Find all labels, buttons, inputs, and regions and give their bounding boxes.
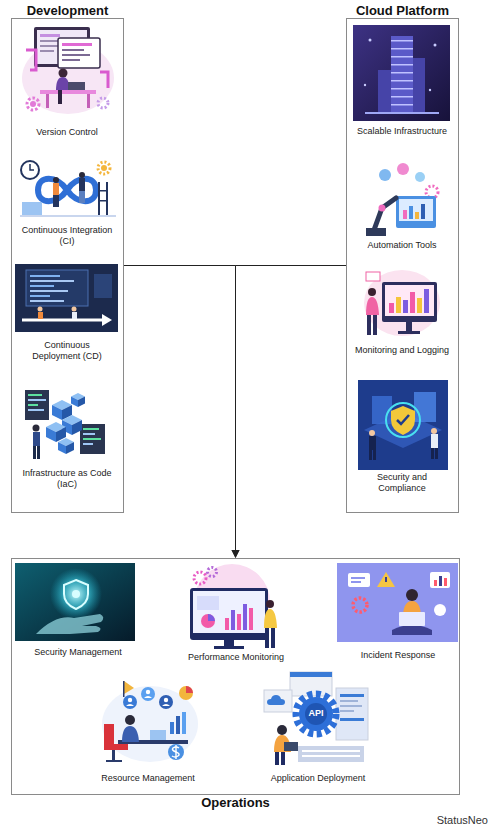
item-label: Infrastructure as Code (IaC) bbox=[19, 468, 115, 490]
item-label: Application Deployment bbox=[253, 773, 383, 784]
continuous-integration-illustration bbox=[20, 161, 116, 217]
item-box: Resource Management bbox=[88, 773, 208, 784]
connector bbox=[124, 266, 240, 559]
incident-response-illustration bbox=[337, 563, 458, 642]
item-label: Scalable Infrastructure bbox=[354, 126, 450, 137]
item-label: Continuous Integration (CI) bbox=[19, 225, 115, 247]
performance-monitoring-illustration bbox=[190, 564, 277, 649]
item-label: Version Control bbox=[19, 127, 115, 138]
watermark: StatusNeo bbox=[400, 814, 488, 827]
connector-line bbox=[236, 266, 347, 552]
item-box: Performance Monitoring bbox=[171, 652, 301, 663]
item-box: Infrastructure as Code (IaC) bbox=[19, 468, 115, 490]
group-box: OperationsSecurity ManagementPerformance… bbox=[11, 558, 460, 795]
group-heading: Cloud Platform bbox=[317, 3, 488, 18]
group-box: DevelopmentVersion ControlContinuous Int… bbox=[11, 18, 124, 513]
continuous-deployment-illustration bbox=[15, 264, 118, 332]
security-management-illustration bbox=[15, 563, 135, 641]
item-box: Monitoring and Logging bbox=[354, 345, 450, 356]
connector-line bbox=[124, 266, 236, 552]
resource-management-illustration bbox=[102, 681, 198, 762]
item-label: Continuous Deployment (CD) bbox=[19, 340, 115, 362]
automation-tools-illustration bbox=[366, 163, 438, 236]
connector bbox=[232, 266, 347, 559]
item-box: Incident Response bbox=[338, 650, 458, 661]
security-compliance-illustration bbox=[358, 380, 448, 470]
item-box: Automation Tools bbox=[354, 240, 450, 251]
item-label: Monitoring and Logging bbox=[354, 345, 450, 356]
arrow-head bbox=[232, 550, 240, 558]
item-box: Security and Compliance bbox=[354, 472, 450, 494]
api-gear-label: API bbox=[301, 708, 331, 719]
item-box: Security Management bbox=[18, 647, 138, 658]
item-label: Automation Tools bbox=[354, 240, 450, 251]
application-deployment-illustration bbox=[264, 672, 368, 765]
item-box: Continuous Deployment (CD) bbox=[19, 340, 115, 362]
item-box: Version Control bbox=[19, 127, 115, 138]
item-box: Continuous Integration (CI) bbox=[19, 225, 115, 247]
group-box: Cloud PlatformScalable InfrastructureAut… bbox=[346, 18, 459, 513]
scalable-infrastructure-illustration bbox=[353, 25, 450, 121]
group-heading: Operations bbox=[0, 795, 489, 810]
item-box: Application Deployment bbox=[253, 773, 383, 784]
item-label: Performance Monitoring bbox=[171, 652, 301, 663]
item-label: Security and Compliance bbox=[354, 472, 450, 494]
version-control-illustration bbox=[22, 27, 114, 114]
infrastructure-as-code-illustration bbox=[25, 390, 105, 459]
group-heading: Development bbox=[0, 3, 153, 18]
item-label: Incident Response bbox=[338, 650, 458, 661]
monitoring-logging-illustration bbox=[364, 270, 440, 336]
item-label: Resource Management bbox=[88, 773, 208, 784]
arrow-head bbox=[232, 550, 240, 558]
item-box: Scalable Infrastructure bbox=[354, 126, 450, 137]
item-label: Security Management bbox=[18, 647, 138, 658]
